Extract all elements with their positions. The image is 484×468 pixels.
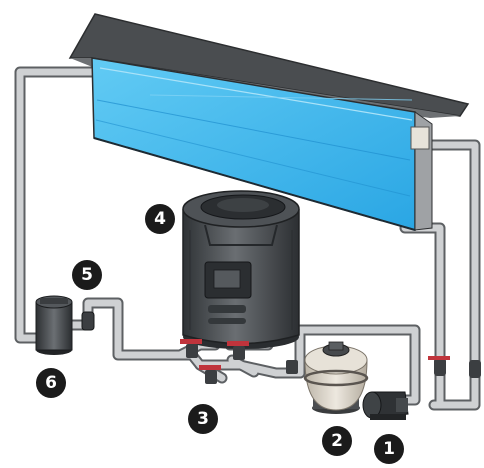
valves (81, 311, 481, 384)
callout-5: 5 (72, 260, 102, 290)
callout-3: 3 (188, 404, 218, 434)
callout-5-label: 5 (81, 265, 93, 285)
sand-filter (303, 341, 369, 414)
valve (469, 360, 481, 378)
pump (362, 391, 409, 420)
callout-2-label: 2 (331, 431, 343, 451)
valve-handle (180, 339, 202, 344)
heat-pump (182, 190, 300, 349)
valve (205, 370, 217, 384)
valve (81, 311, 95, 331)
callout-1-label: 1 (383, 439, 395, 459)
callout-6-label: 6 (45, 373, 57, 393)
callout-2: 2 (322, 426, 352, 456)
valve-handle (227, 341, 249, 346)
chlorinator (35, 295, 73, 355)
valve (233, 346, 245, 360)
skimmer (410, 126, 430, 150)
valve-handle (199, 365, 221, 370)
callout-6: 6 (36, 368, 66, 398)
callout-1: 1 (374, 434, 404, 464)
valve (186, 344, 198, 358)
callout-4: 4 (145, 204, 175, 234)
callout-4-label: 4 (154, 209, 166, 229)
valve-handle (428, 356, 450, 360)
callout-3-label: 3 (197, 409, 209, 429)
pool (68, 13, 470, 231)
check-valve (286, 360, 298, 374)
valve (434, 358, 446, 376)
